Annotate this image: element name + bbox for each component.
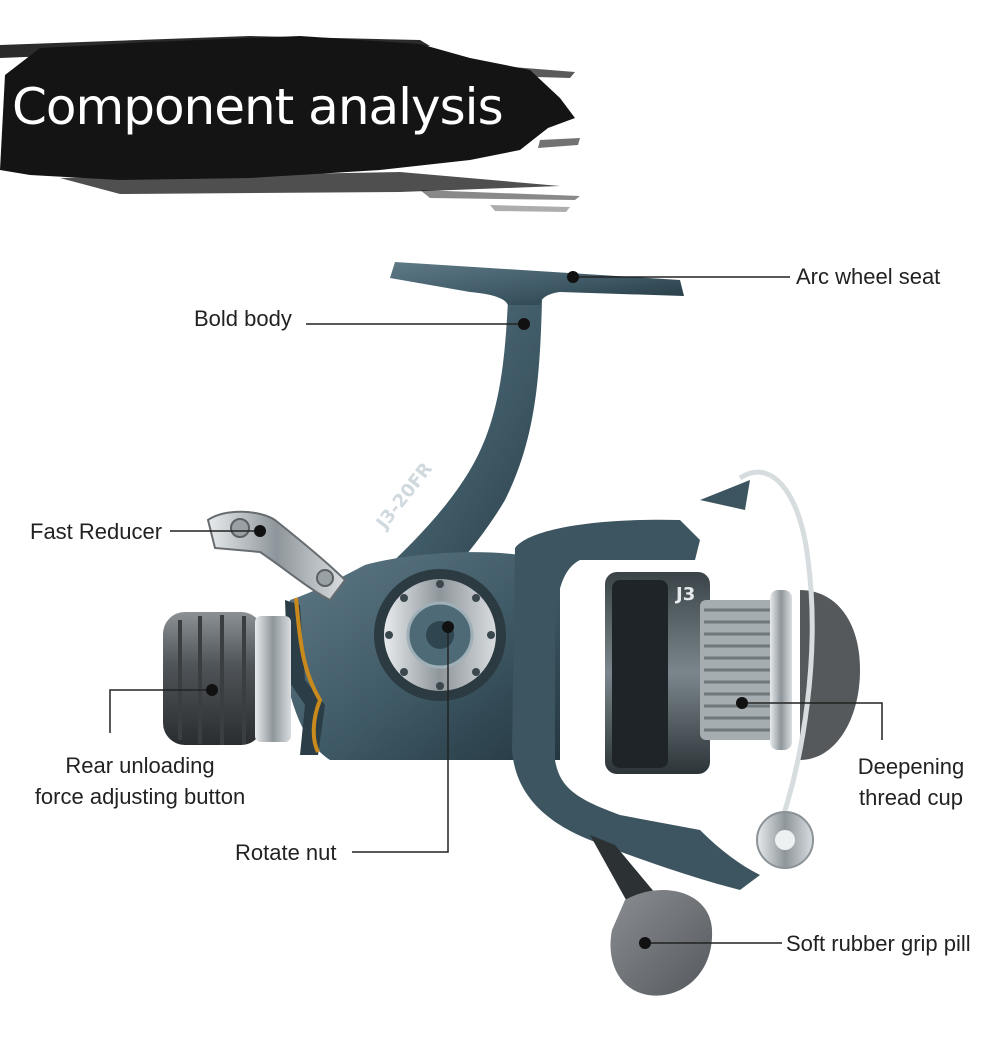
label-thread-cup-line1: Deepening (857, 754, 965, 779)
callout-dot-grip (639, 937, 651, 949)
label-arc-wheel-seat: Arc wheel seat (796, 264, 941, 289)
callout-dot-rotate-nut (442, 621, 454, 633)
label-deepening-thread-cup: Deepening thread cup (838, 751, 984, 813)
label-thread-cup-line2: thread cup (859, 785, 963, 810)
model-marking: J3-20FR (371, 459, 437, 535)
label-soft-rubber-grip: Soft rubber grip pill (786, 931, 971, 956)
callout-dot-thread-cup (736, 697, 748, 709)
label-rear-unloading-line2: force adjusting button (34, 784, 246, 809)
label-rear-unloading: Rear unloading force adjusting button (20, 750, 260, 812)
brush-stroke-banner (0, 36, 580, 212)
spool-marking: J3 (674, 584, 695, 605)
label-fast-reducer: Fast Reducer (30, 519, 163, 544)
callout-dot-body (518, 318, 530, 330)
bail-wire (738, 469, 815, 841)
front-drag-cap (800, 590, 860, 760)
page-title: Component analysis (12, 78, 504, 136)
callout-dot-rear-button (206, 684, 218, 696)
label-rotate-nut: Rotate nut (235, 840, 337, 865)
callout-dot-reducer (254, 525, 266, 537)
rear-drag-knob (163, 612, 263, 745)
reel-foot-seat (390, 262, 684, 305)
label-rear-unloading-line1: Rear unloading (65, 753, 215, 778)
label-bold-body: Bold body (194, 306, 292, 331)
rotor-cage (512, 519, 760, 890)
callout-dot-arc-seat (567, 271, 579, 283)
